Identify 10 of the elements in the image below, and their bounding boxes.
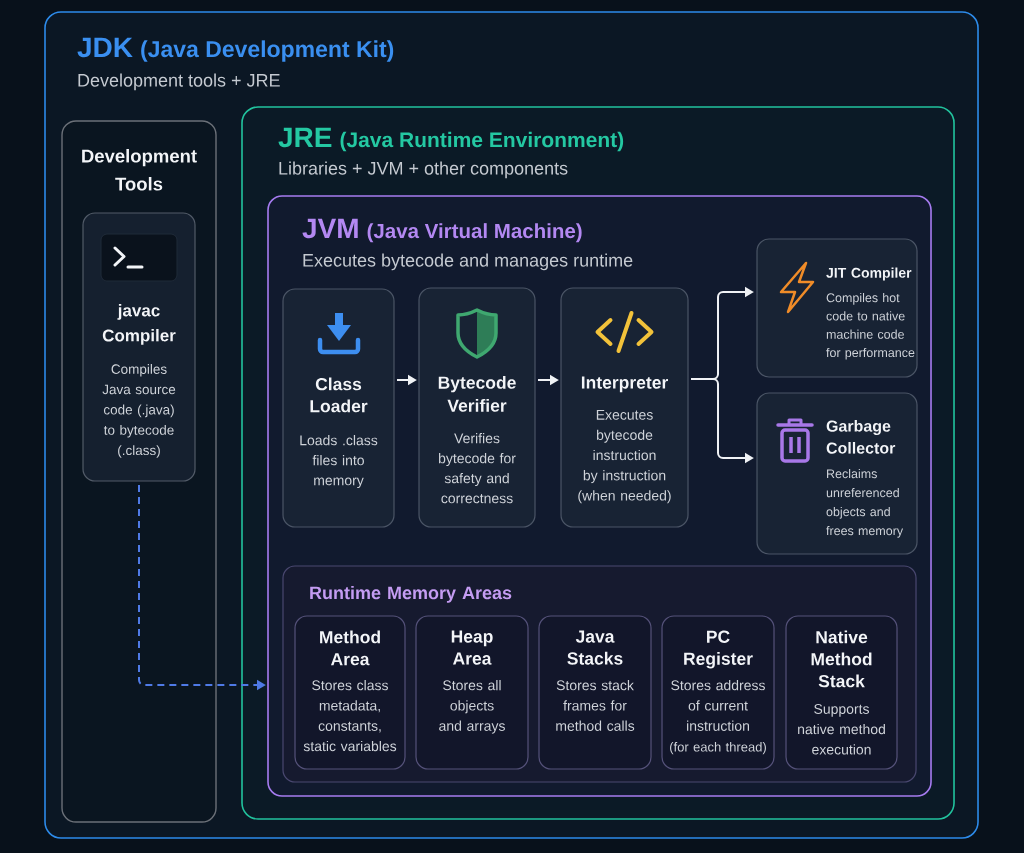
component-box: Garbage Collector Reclaims unreferenced objects and frees memory [756,392,918,555]
component-box: Interpreter Executes bytecode instruction by instruction (when needed) [560,287,689,528]
memory-area-box: Method Area Stores class metadata, constants, static variables [294,615,406,770]
memory-area-box: Heap Area Stores all objects and arrays [415,615,529,770]
component-box: Bytecode Verifier Verifies bytecode for safety and correctness [418,287,536,528]
memory-area-box: PC Register Stores address of current instruction (for each thread) [661,615,775,770]
component-box: Class Loader Loads .class files into memory [282,288,395,528]
memory-area-box: Native Method Stack Supports native method execution [785,615,898,770]
memory-area-box: Java Stacks Stores stack frames for method calls [538,615,652,770]
component-box: JIT Compiler Compiles hot code to native machine code for performance [756,238,918,378]
